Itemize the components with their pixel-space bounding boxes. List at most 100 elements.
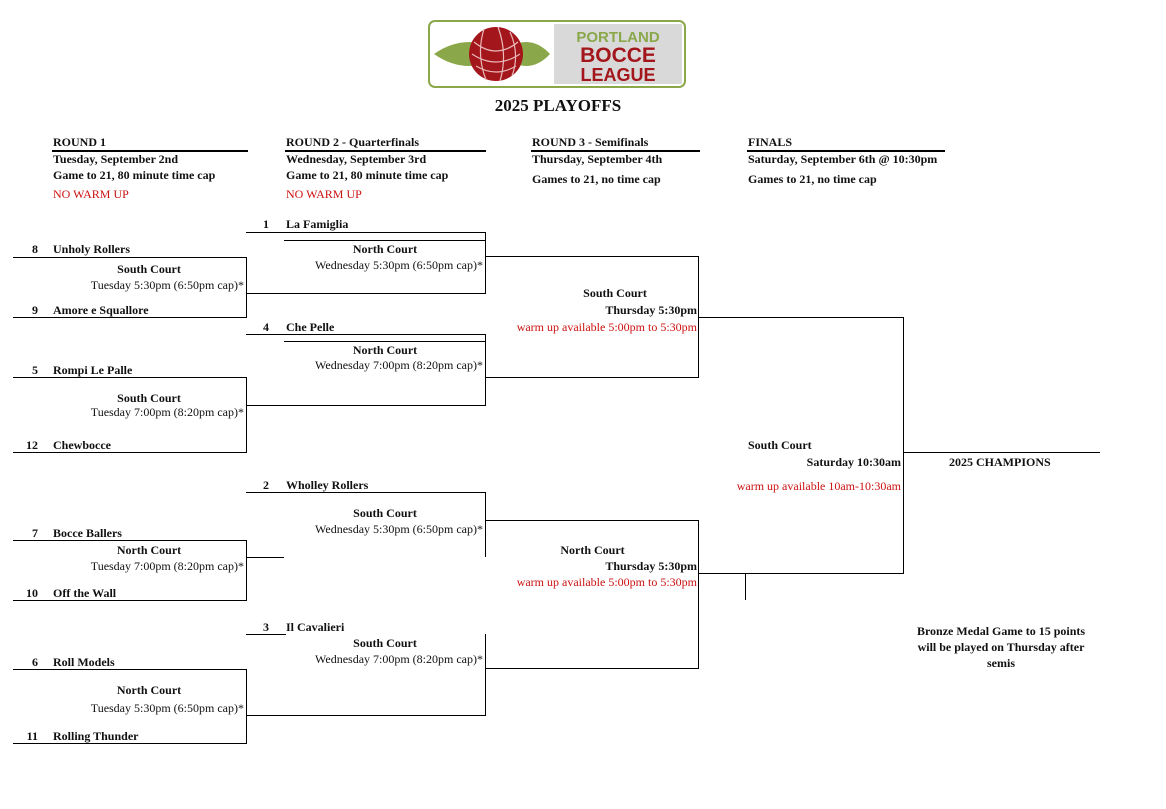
team-name: Il Cavalieri: [286, 620, 345, 634]
bracket-line: [13, 540, 247, 541]
team-name: Chewbocce: [53, 438, 111, 452]
bracket-line: [246, 405, 286, 406]
seed-number: 12: [26, 438, 38, 452]
team-name: Amore e Squallore: [53, 303, 149, 317]
round2-format: Game to 21, 80 minute time cap: [286, 168, 449, 182]
bracket-line: [485, 334, 486, 406]
game-court: South Court: [117, 391, 181, 405]
team-name: Bocce Ballers: [53, 526, 122, 540]
semi-time: Thursday 5:30pm: [605, 559, 697, 573]
bracket-line: [246, 540, 247, 601]
page-title: 2025 PLAYOFFS: [494, 96, 622, 115]
game-court: South Court: [353, 506, 417, 520]
seed-number: 9: [32, 303, 38, 317]
bracket-line: [485, 634, 486, 716]
game-time: Wednesday 5:30pm (6:50pm cap)*: [315, 522, 483, 536]
bracket-line: [13, 669, 247, 670]
game-court: North Court: [116, 543, 182, 557]
game-time: Wednesday 5:30pm (6:50pm cap)*: [315, 258, 483, 272]
seed-number: 6: [32, 655, 38, 669]
game-court: South Court: [117, 262, 181, 276]
round3-format: Games to 21, no time cap: [532, 172, 661, 186]
round2-note: NO WARM UP: [286, 187, 362, 201]
team-name: Unholy Rollers: [53, 242, 131, 256]
bracket-line: [485, 668, 699, 669]
finals-format: Games to 21, no time cap: [748, 172, 877, 186]
bracket-line: [698, 520, 699, 669]
seed-number: 3: [263, 620, 269, 634]
final-warmup: warm up available 10am-10:30am: [736, 479, 901, 493]
round2-underline: [285, 150, 486, 152]
bracket-line: [246, 492, 486, 493]
bracket-line: [13, 317, 247, 318]
bracket-line: [246, 557, 284, 558]
game-time: Tuesday 5:30pm (6:50pm cap)*: [90, 278, 244, 292]
bracket-line: [485, 377, 699, 378]
bracket-line: [745, 573, 746, 600]
bronze-note-line3: semis: [987, 656, 1015, 670]
round3-label: ROUND 3 - Semifinals: [532, 135, 649, 149]
game-time: Tuesday 7:00pm (8:20pm cap)*: [90, 405, 244, 419]
logo-text-league: LEAGUE: [580, 65, 655, 85]
round2-date: Wednesday, September 3rd: [286, 152, 427, 166]
team-name: Che Pelle: [286, 320, 335, 334]
team-name: Wholley Rollers: [286, 478, 369, 492]
bronze-note-line1: Bronze Medal Game to 15 points: [916, 624, 1086, 638]
bracket-line: [485, 520, 699, 521]
seed-number: 7: [32, 526, 38, 540]
bracket-line: [903, 317, 904, 574]
logo-text-portland: PORTLAND: [576, 29, 659, 46]
bracket-line: [903, 452, 1100, 453]
bracket-line: [246, 634, 286, 635]
bracket-line: [485, 232, 486, 293]
round1-format: Game to 21, 80 minute time cap: [53, 168, 216, 182]
game-court: North Court: [352, 343, 418, 357]
final-time: Saturday 10:30am: [806, 455, 901, 469]
game-court: North Court: [116, 683, 182, 697]
semi-court: North Court: [560, 543, 625, 557]
logo-text-bocce: BOCCE: [580, 44, 656, 67]
round1-underline: [52, 150, 248, 152]
team-name: Rolling Thunder: [53, 729, 139, 743]
bracket-line: [284, 240, 486, 241]
bracket-line: [246, 715, 286, 716]
league-logo: PORTLAND BOCCE LEAGUE: [428, 20, 686, 88]
seed-number: 5: [32, 363, 38, 377]
game-time: Tuesday 7:00pm (8:20pm cap)*: [90, 559, 244, 573]
bracket-line: [246, 377, 247, 453]
bracket-line: [13, 257, 247, 258]
bracket-line: [13, 377, 247, 378]
bracket-line: [284, 341, 486, 342]
bracket-line: [284, 293, 486, 294]
game-time: Wednesday 7:00pm (8:20pm cap)*: [315, 652, 483, 666]
game-court: North Court: [352, 242, 418, 256]
game-time: Tuesday 5:30pm (6:50pm cap)*: [90, 701, 244, 715]
seed-number: 2: [263, 478, 269, 492]
bracket-line: [13, 743, 247, 744]
semi-warmup: warm up available 5:00pm to 5:30pm: [516, 320, 697, 334]
finals-underline: [747, 150, 945, 152]
round2-label: ROUND 2 - Quarterfinals: [286, 135, 419, 149]
team-name: La Famiglia: [286, 217, 349, 231]
bracket-line: [13, 600, 247, 601]
seed-number: 4: [263, 320, 269, 334]
team-name: Rompi Le Palle: [53, 363, 133, 377]
bracket-line: [284, 405, 486, 406]
round3-date: Thursday, September 4th: [532, 152, 663, 166]
bracket-line: [485, 492, 486, 557]
round1-label: ROUND 1: [53, 135, 106, 149]
game-time: Wednesday 7:00pm (8:20pm cap)*: [315, 358, 483, 372]
semi-court: South Court: [583, 286, 647, 300]
semi-warmup: warm up available 5:00pm to 5:30pm: [516, 575, 697, 589]
champions-label: 2025 CHAMPIONS: [949, 455, 1051, 469]
bracket-line: [13, 452, 247, 453]
bracket-line: [246, 257, 247, 318]
game-court: South Court: [353, 636, 417, 650]
seed-number: 1: [263, 217, 269, 231]
bracket-line: [246, 232, 486, 233]
round1-date: Tuesday, September 2nd: [53, 152, 179, 166]
bracket-line: [246, 293, 286, 294]
seed-number: 11: [26, 729, 38, 743]
semi-time: Thursday 5:30pm: [605, 303, 697, 317]
bracket-line: [284, 715, 486, 716]
